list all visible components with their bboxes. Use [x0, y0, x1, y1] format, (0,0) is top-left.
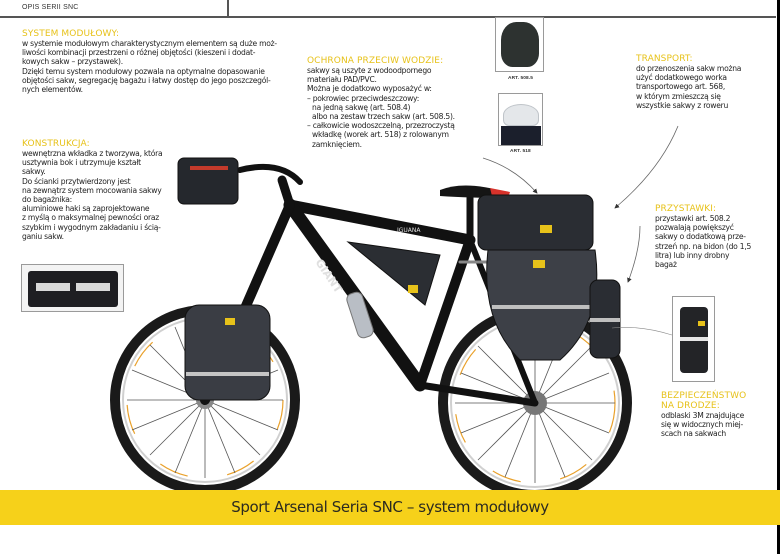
- section-konstrukcja-line: szybkim i wygodnym zakładaniu i ścią-: [22, 222, 161, 232]
- section-bezpieczenstwo-line: się w widocznych miej-: [661, 420, 743, 430]
- page-header-title: OPIS SERII SNC: [22, 4, 79, 11]
- section-transport: TRANSPORT: do przenoszenia sakw można uż…: [636, 54, 776, 110]
- waterproof-liner-caption: ART. 518: [510, 149, 531, 154]
- header-divider: [227, 0, 229, 17]
- section-transport-line: użyć dodatkowego worka: [636, 73, 727, 83]
- section-przystawki-line: sakwy o dodatkową prze-: [655, 232, 746, 242]
- section-bezpieczenstwo-heading: NA DRODZE:: [661, 401, 720, 411]
- section-transport-line: transportowego art. 568,: [636, 82, 725, 92]
- section-transport-line: do przenoszenia sakw można: [636, 64, 742, 73]
- handlebar-bag-icon: [177, 157, 239, 205]
- section-bezpieczenstwo: BEZPIECZEŃSTWO NA DRODZE: odblaski 3M zn…: [661, 391, 776, 439]
- section-ochrona-line: – całkowicie wodoszczelną, przezroczystą: [307, 121, 455, 131]
- section-konstrukcja-line: sakwy.: [22, 167, 46, 177]
- section-system-line: w systemie modułowym charakterystycznym …: [22, 39, 277, 48]
- section-przystawki-line: strzeń np. na bidon (do 1,5: [655, 241, 752, 251]
- section-ochrona-heading: OCHRONA PRZECIW WODZIE:: [307, 56, 444, 66]
- section-konstrukcja: KONSTRUKCJA: wewnętrzna wkładka z tworzy…: [22, 139, 187, 241]
- section-przystawki-heading: PRZYSTAWKI:: [655, 204, 717, 214]
- front-pannier-icon: [184, 304, 271, 401]
- footer-title: Sport Arsenal Seria SNC – system modułow…: [231, 498, 549, 516]
- section-konstrukcja-line: wewnętrzna wkładka z tworzywa, która: [22, 149, 163, 158]
- section-bezpieczenstwo-line: scach na sakwach: [661, 429, 726, 439]
- section-przystawki: PRZYSTAWKI: przystawki art. 508.2 pozwal…: [655, 204, 777, 269]
- mounting-hooks-thumbnail: [21, 264, 124, 312]
- section-przystawki-line: litra) lub inny drobny: [655, 250, 730, 260]
- frame-model-label: IGUANA: [397, 227, 421, 234]
- section-system-heading: SYSTEM MODUŁOWY:: [22, 29, 120, 39]
- section-konstrukcja-line: Do ścianki przytwierdzony jest: [22, 176, 131, 186]
- section-system-line: nych elementów.: [22, 85, 83, 95]
- section-bezpieczenstwo-heading: BEZPIECZEŃSTWO: [661, 391, 747, 401]
- rain-cover-caption: ART. 508.5: [508, 76, 533, 81]
- waterproof-liner-thumbnail: [498, 93, 543, 146]
- section-konstrukcja-line: ganiu sakw.: [22, 231, 64, 241]
- section-przystawki-line: pozwalają powiększyć: [655, 223, 734, 233]
- page-edge: [777, 0, 780, 554]
- section-ochrona-line: wkładkę (worek art. 518) z rolowanym: [312, 130, 449, 140]
- footer-band: Sport Arsenal Seria SNC – system modułow…: [0, 490, 780, 525]
- section-system-line: Dzięki temu system modułowy pozwala na o…: [22, 66, 265, 76]
- section-transport-line: wszystkie sakwy z roweru: [636, 100, 729, 110]
- section-ochrona: OCHRONA PRZECIW WODZIE: sakwy są uszyte …: [307, 56, 487, 149]
- reflective-side-pouch-icon: [680, 307, 708, 373]
- section-ochrona-line: na jedną sakwę (art. 508.4): [312, 102, 411, 112]
- header-rule: [0, 16, 776, 18]
- section-bezpieczenstwo-line: odblaski 3M znajdujące: [661, 411, 745, 420]
- section-konstrukcja-heading: KONSTRUKCJA:: [22, 139, 90, 149]
- section-konstrukcja-line: do bagażnika:: [22, 195, 72, 205]
- section-konstrukcja-line: usztywnia bok i utrzymuje kształt: [22, 158, 141, 168]
- section-transport-line: w którym zmieszczą się: [636, 91, 721, 101]
- reflective-pouch-thumbnail: [672, 296, 715, 382]
- section-przystawki-line: przystawki art. 508.2: [655, 214, 731, 223]
- section-system-line: kowych sakw – przystawek).: [22, 57, 123, 67]
- section-konstrukcja-line: z myślą o maksymalnej pewności oraz: [22, 213, 160, 223]
- section-ochrona-line: – pokrowiec przeciwdeszczowy:: [307, 93, 420, 103]
- section-system-line: objętości sakw, segregację bagażu i łatw…: [22, 75, 271, 85]
- rain-cover-bag-icon: [501, 22, 539, 67]
- water-bottle-icon: [346, 291, 374, 339]
- section-ochrona-line: zamknięciem.: [312, 139, 362, 149]
- rain-cover-thumbnail: [495, 17, 544, 72]
- section-przystawki-line: bagaż: [655, 260, 677, 270]
- section-konstrukcja-line: aluminiowe haki są zaprojektowane: [22, 204, 150, 214]
- transparent-liner-bag-icon: [503, 104, 539, 126]
- section-ochrona-line: albo na zestaw trzech sakw (art. 508.5).: [312, 112, 455, 122]
- section-ochrona-line: Można je dodatkowo wyposażyć w:: [307, 84, 432, 94]
- pannier-mounting-hooks-icon: [28, 271, 118, 307]
- section-system-line: liwości kombinacji przestrzeni o różnej …: [22, 48, 256, 58]
- rear-top-bag-icon: [477, 194, 594, 251]
- section-transport-heading: TRANSPORT:: [636, 54, 693, 64]
- section-ochrona-line: materiału PAD/PVC.: [307, 75, 377, 85]
- section-ochrona-line: sakwy są uszyte z wodoodpornego: [307, 66, 432, 75]
- section-konstrukcja-line: na zewnątrz system mocowania sakwy: [22, 185, 162, 195]
- section-system: SYSTEM MODUŁOWY: w systemie modułowym ch…: [22, 29, 312, 94]
